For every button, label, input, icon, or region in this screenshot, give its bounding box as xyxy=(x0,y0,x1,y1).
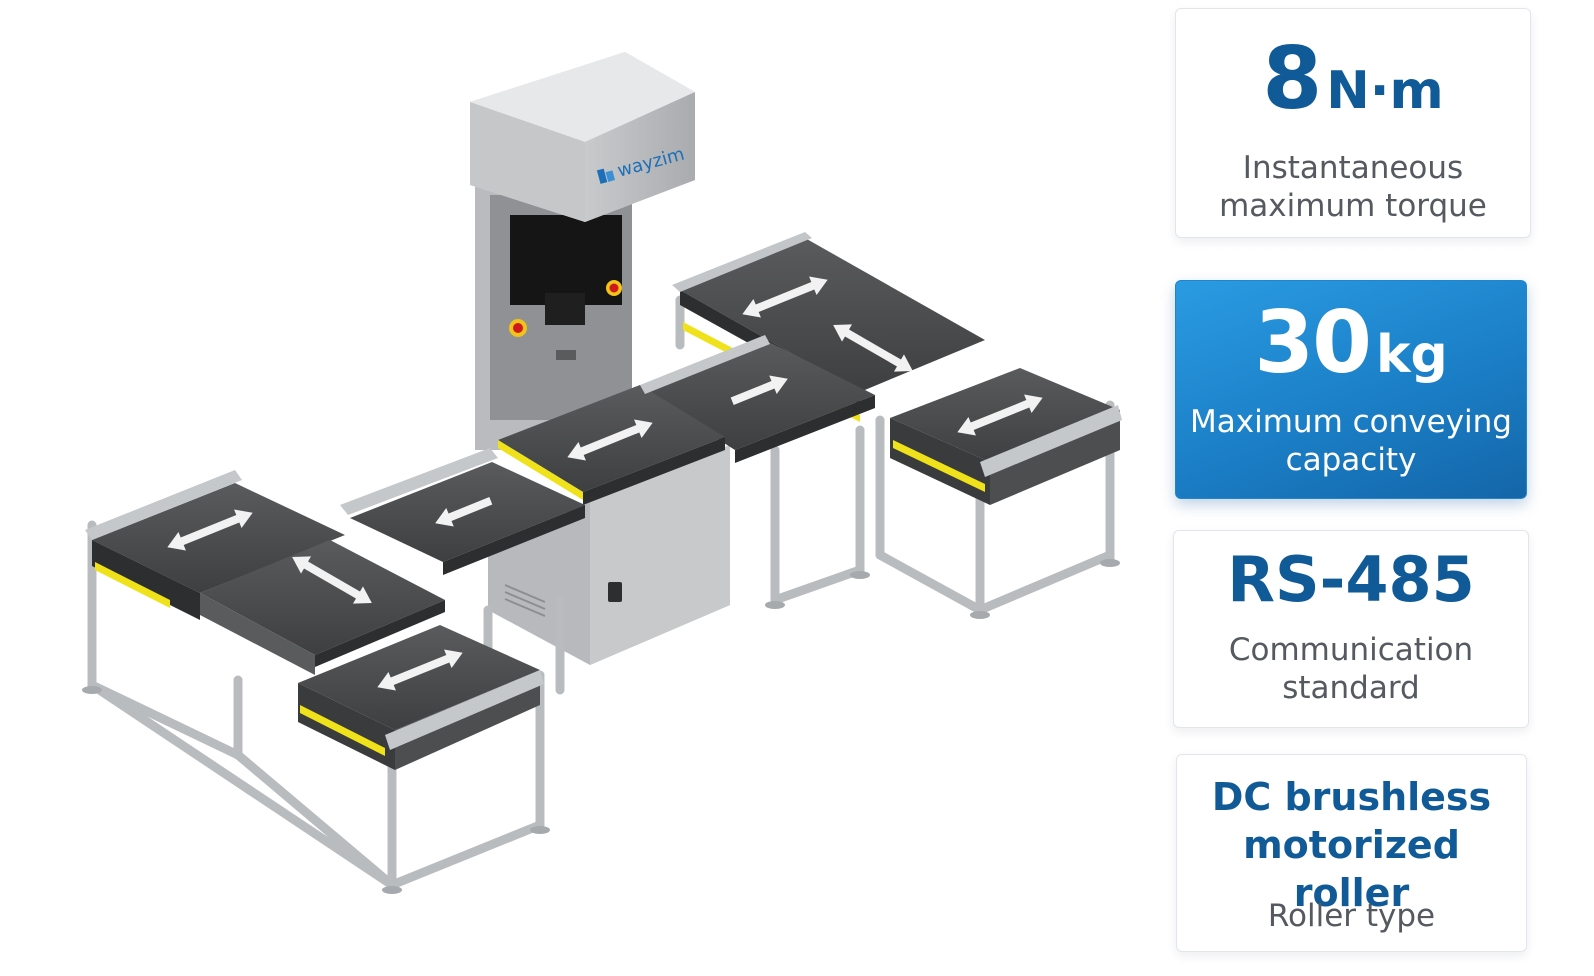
communication-value: RS-485 xyxy=(1227,543,1475,616)
torque-description: Instantaneous maximum torque xyxy=(1219,150,1487,224)
emergency-stop-left xyxy=(513,323,523,333)
torque-number: 8 xyxy=(1262,29,1322,129)
communication-description: Communication standard xyxy=(1228,632,1474,706)
conveyor-middle-left xyxy=(340,448,585,575)
spec-card-roller: DC brushless motorized roller Roller typ… xyxy=(1176,754,1527,952)
conveyor-center xyxy=(498,335,770,505)
sorting-machine-illustration: wayzim xyxy=(82,52,1122,894)
conveyor-left-front xyxy=(298,625,544,770)
display-screen xyxy=(510,215,622,305)
capacity-number: 30 xyxy=(1254,293,1372,393)
capacity-unit: kg xyxy=(1375,325,1448,385)
roller-description: Roller type xyxy=(1267,898,1436,934)
center-base xyxy=(488,445,730,665)
capacity-description: Maximum conveying capacity xyxy=(1190,404,1512,478)
spec-card-communication: RS-485 Communication standard xyxy=(1173,530,1529,728)
conveyor-left-middle xyxy=(200,540,445,675)
emergency-stop-right xyxy=(609,283,619,293)
feet xyxy=(82,559,1120,894)
conveyor-left-back xyxy=(85,470,345,620)
roller-value: DC brushless motorized roller xyxy=(1211,775,1492,915)
conveyor-far-right xyxy=(890,368,1122,505)
torque-unit: N·m xyxy=(1326,61,1444,121)
control-tower: wayzim xyxy=(470,52,695,450)
touch-panel xyxy=(545,293,585,325)
